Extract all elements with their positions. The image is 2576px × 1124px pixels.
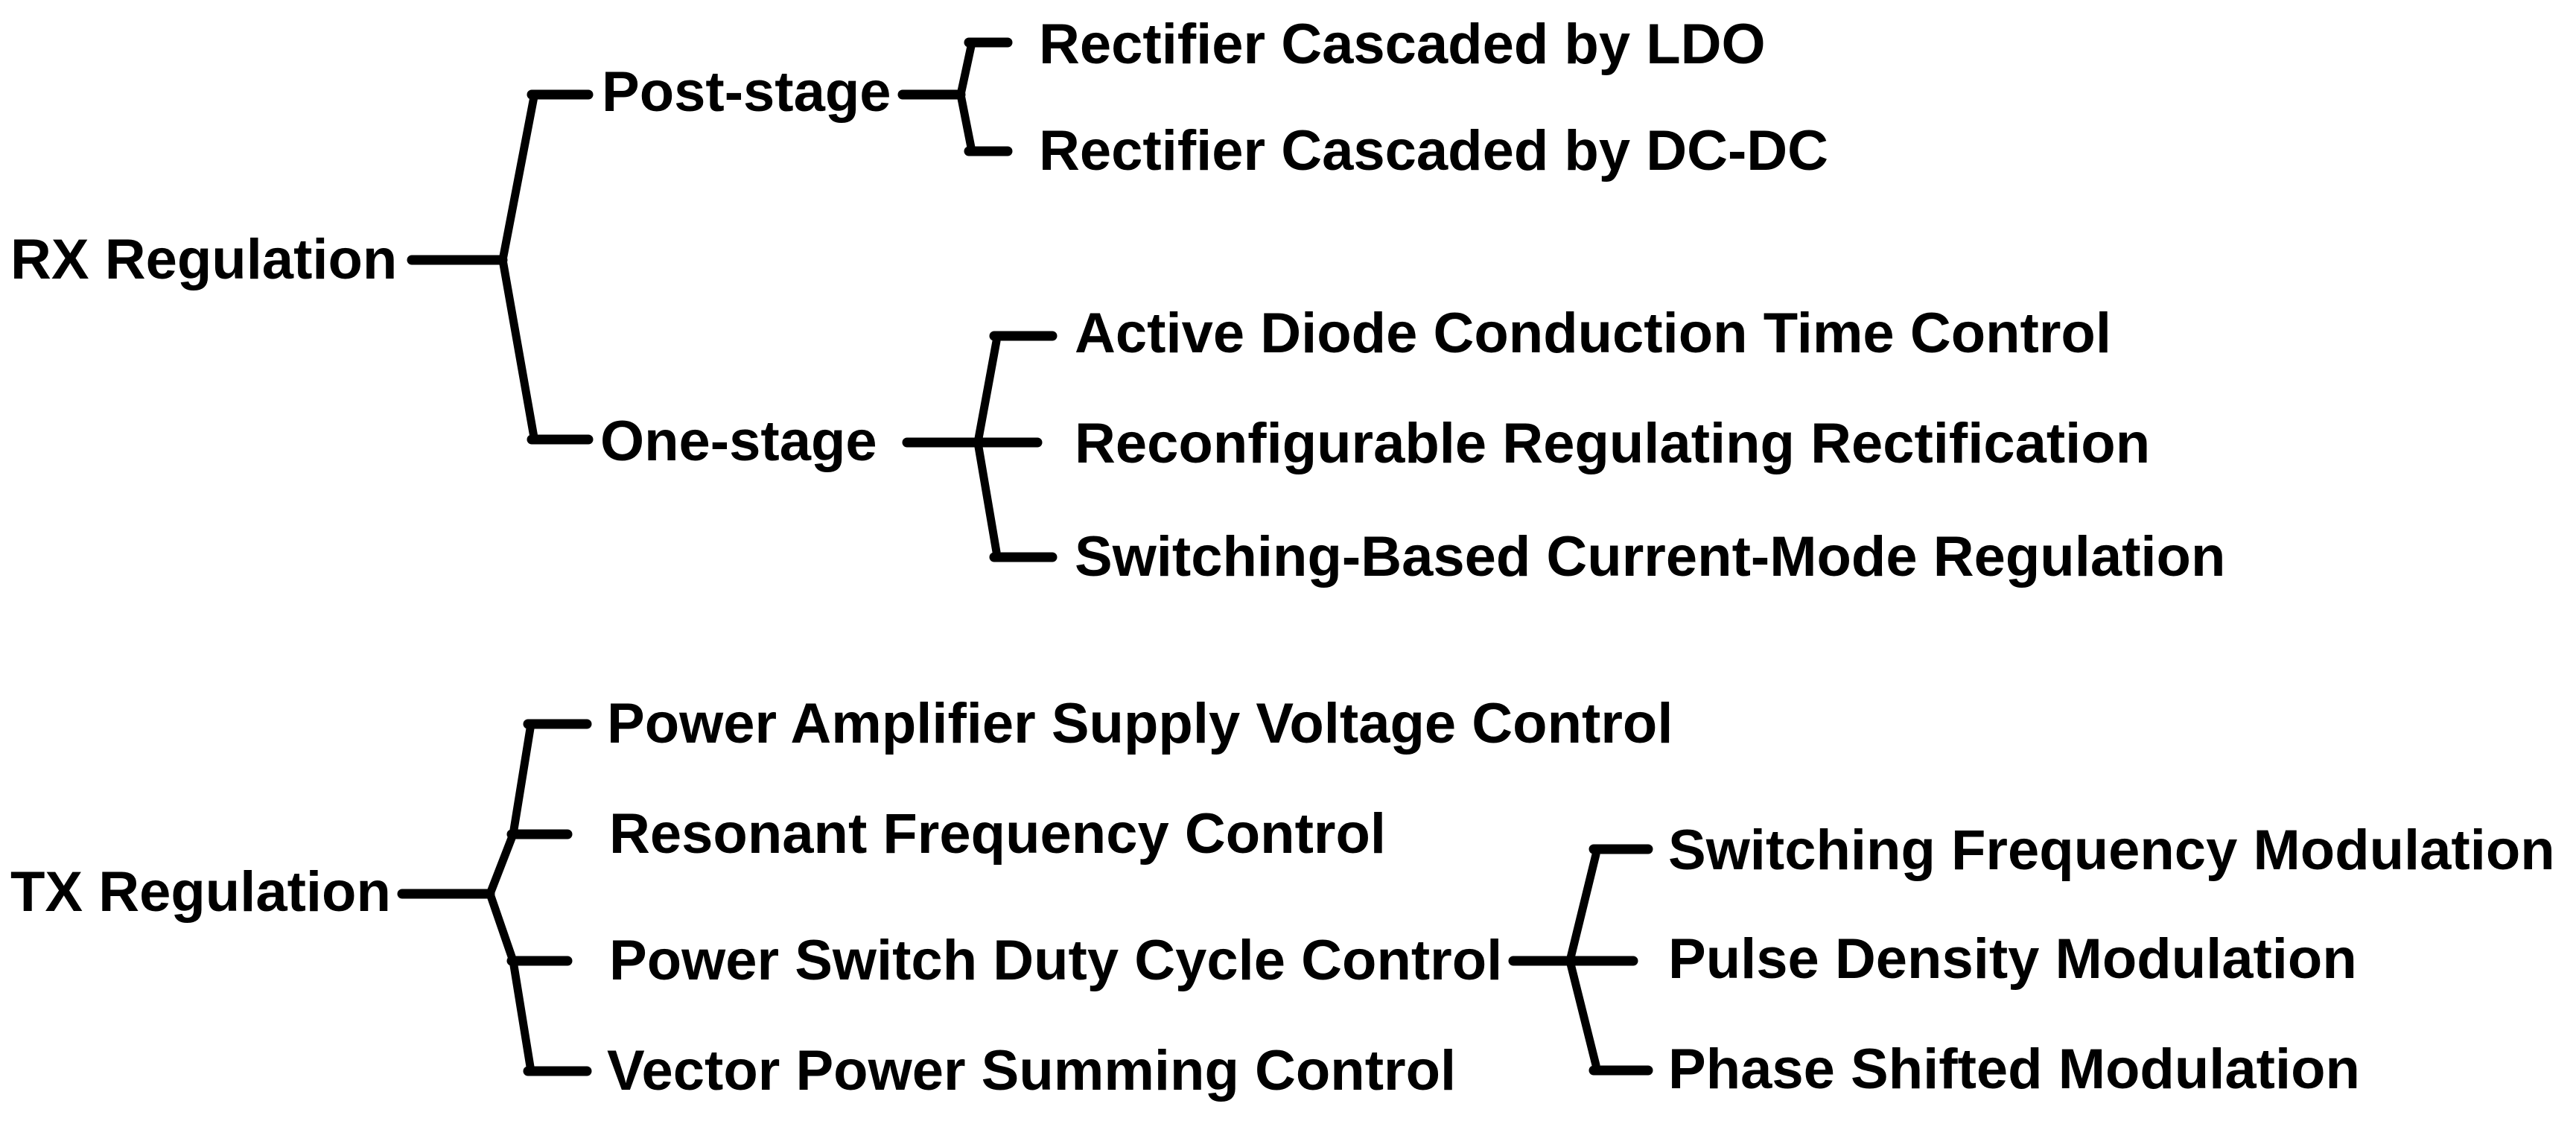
node-post-stage: Post-stage	[602, 60, 891, 124]
duty-cycle-arm-up	[1565, 850, 1600, 965]
leaf-switching-based-current-mode-regulation: Switching-Based Current-Mode Regulation	[1075, 525, 2226, 588]
node-rx-regulation: RX Regulation	[10, 228, 398, 291]
rx-arm-post-stage	[498, 92, 538, 264]
tx-arm-down	[486, 889, 535, 1071]
leaf-vector-power-summing-control: Vector Power Summing Control	[607, 1039, 1457, 1102]
node-one-stage: One-stage	[600, 410, 877, 473]
leaf-pulse-density-modulation: Pulse Density Modulation	[1668, 927, 2357, 991]
leaf-rectifier-cascaded-by-ldo: Rectifier Cascaded by LDO	[1039, 13, 1766, 76]
leaf-rectifier-cascaded-by-dcdc: Rectifier Cascaded by DC-DC	[1039, 119, 1829, 182]
leaf-reconfigurable-regulating-rectification: Reconfigurable Regulating Rectification	[1075, 412, 2151, 475]
leaf-switching-frequency-modulation: Switching Frequency Modulation	[1668, 819, 2555, 882]
post-stage-arm-dcdc	[956, 90, 976, 152]
tx-arm-up	[486, 724, 535, 898]
one-stage-arm-down	[973, 438, 1001, 556]
duty-cycle-arm-down	[1565, 956, 1600, 1070]
node-power-switch-duty-cycle-control: Power Switch Duty Cycle Control	[609, 929, 1503, 992]
node-tx-regulation: TX Regulation	[10, 860, 391, 924]
leaf-power-amplifier-supply-voltage-control: Power Amplifier Supply Voltage Control	[607, 692, 1673, 755]
leaf-resonant-frequency-control: Resonant Frequency Control	[609, 802, 1386, 866]
leaf-phase-shifted-modulation: Phase Shifted Modulation	[1668, 1038, 2360, 1101]
post-stage-arm-ldo	[956, 42, 976, 99]
leaf-active-diode-conduction-time-control: Active Diode Conduction Time Control	[1075, 302, 2111, 365]
rx-arm-one-stage	[498, 255, 538, 442]
one-stage-arm-up	[973, 337, 1001, 447]
